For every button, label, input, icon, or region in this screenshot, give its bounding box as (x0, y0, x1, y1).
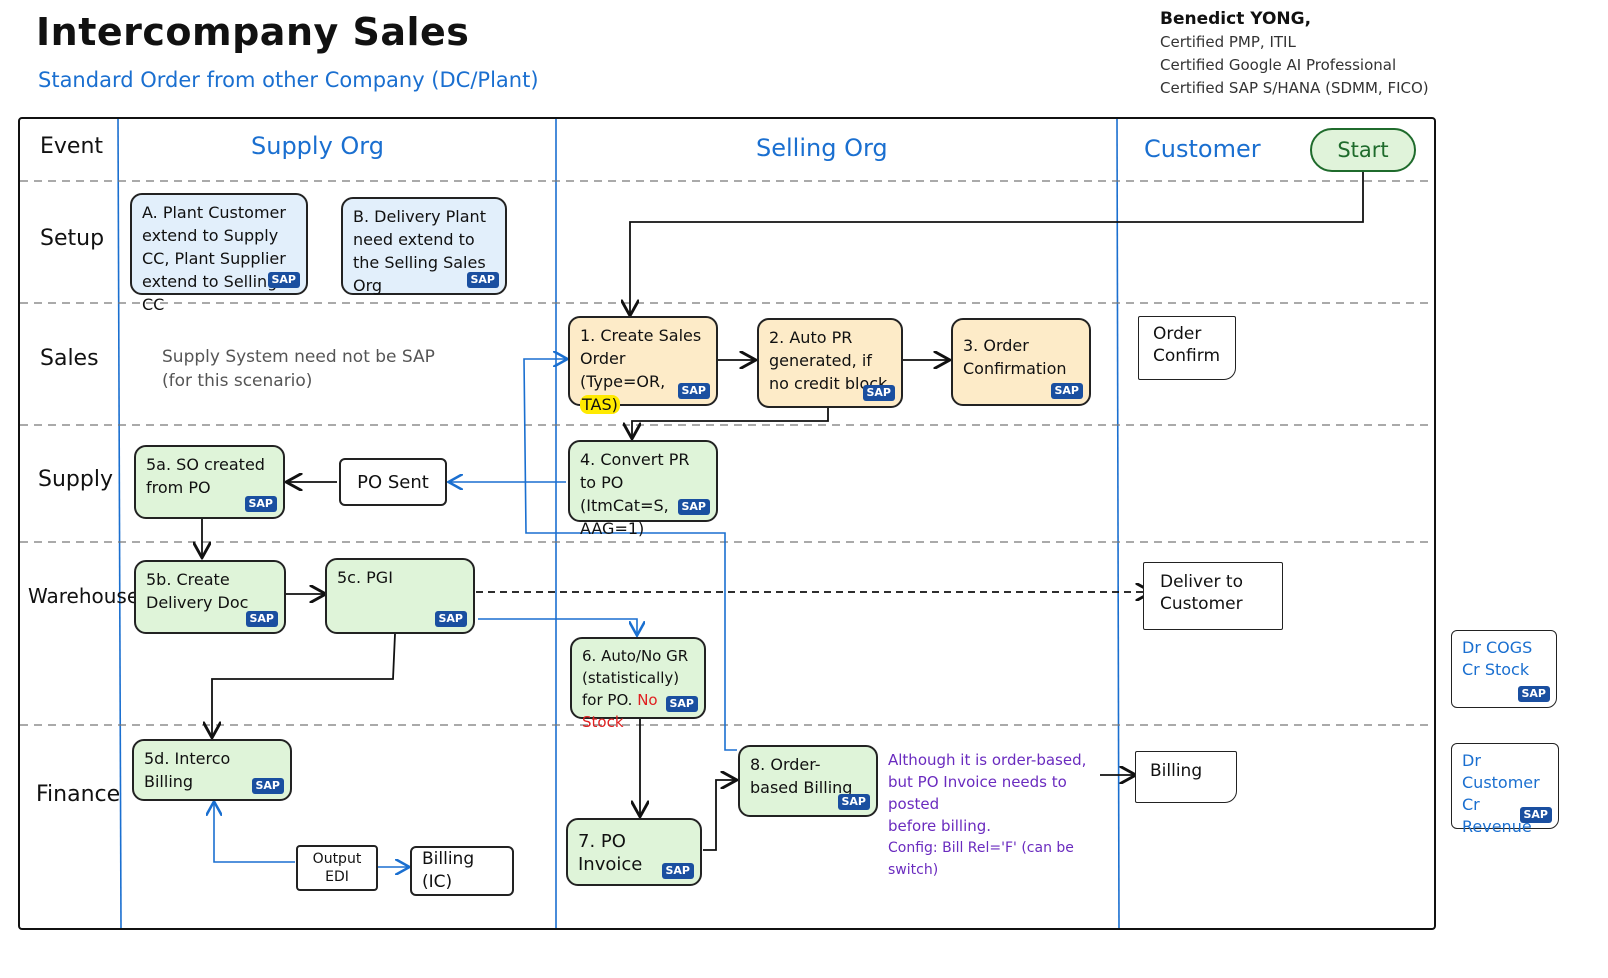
step-4-convert-pr-to-po: 4. Convert PR to PO (ItmCat=S, AAG=1) SA… (568, 440, 718, 538)
billing-config-note: Although it is order-based, but PO Invoi… (888, 749, 1118, 881)
step-8-text: 8. Order-based Billing (750, 755, 853, 797)
row-header-supply: Supply (38, 467, 113, 492)
sap-badge: SAP (466, 272, 499, 288)
posting-cogs-text: Dr COGS Cr Stock (1462, 638, 1533, 679)
lane-header-customer: Customer (1144, 135, 1261, 163)
step-1-text: 1. Create Sales Order (Type=OR, (580, 326, 702, 391)
billing-note-line-1: Although it is order-based, (888, 751, 1087, 769)
sap-badge: SAP (1519, 807, 1552, 823)
step-6-no-stock: No Stock (582, 691, 658, 731)
step-b-text: B. Delivery Plant need extend to the Sel… (353, 207, 486, 295)
lane-header-event: Event (40, 134, 104, 159)
lane-header-selling-org: Selling Org (756, 134, 888, 162)
author-name: Benedict YONG, (1160, 9, 1312, 29)
customer-billing: Billing (1135, 751, 1237, 803)
step-2-text: 2. Auto PR generated, if no credit block (769, 328, 888, 393)
billing-note-line-2: but PO Invoice needs to posted (888, 773, 1067, 813)
billing-ic-box: Billing (IC) (410, 846, 514, 896)
step-5a-text: 5a. SO created from PO (146, 455, 265, 497)
sap-badge: SAP (1050, 383, 1083, 399)
step-a-text: A. Plant Customer extend to Supply CC, P… (142, 203, 286, 314)
sap-badge: SAP (434, 611, 467, 627)
step-5b-create-delivery: 5b. Create Delivery Doc SAP (134, 560, 286, 634)
step-b-delivery-plant: B. Delivery Plant need extend to the Sel… (341, 197, 507, 295)
page-subtitle: Standard Order from other Company (DC/Pl… (38, 68, 539, 92)
author-block: Benedict YONG, Certified PMP, ITIL Certi… (1160, 8, 1429, 100)
sap-badge: SAP (677, 383, 710, 399)
customer-deliver: Deliver to Customer (1143, 562, 1283, 630)
step-2-auto-pr: 2. Auto PR generated, if no credit block… (757, 318, 903, 408)
billing-note-line-3: before billing. (888, 817, 992, 835)
row-header-setup: Setup (40, 226, 105, 251)
step-8-order-based-billing: 8. Order-based Billing SAP (738, 745, 878, 817)
sap-badge: SAP (244, 496, 277, 512)
sap-badge: SAP (661, 863, 694, 879)
row-header-sales: Sales (40, 346, 99, 371)
step-5c-text: 5c. PGI (337, 568, 393, 587)
customer-order-confirm: Order Confirm (1138, 316, 1236, 380)
posting-revenue: Dr Customer Cr Revenue SAP (1451, 743, 1559, 836)
swimlane-frame (18, 117, 1436, 930)
step-3-text: 3. Order Confirmation (963, 336, 1067, 378)
step-3-order-confirmation: 3. Order Confirmation SAP (951, 318, 1091, 406)
step-a-plant-customer: A. Plant Customer extend to Supply CC, P… (130, 193, 308, 314)
start-node: Start (1310, 128, 1416, 172)
sap-badge: SAP (665, 696, 698, 712)
row-header-warehouse: Warehouse (28, 584, 140, 608)
row-header-finance: Finance (36, 782, 121, 807)
lane-header-supply-org: Supply Org (251, 132, 384, 160)
posting-cogs: Dr COGS Cr Stock SAP (1451, 630, 1557, 708)
step-7-po-invoice: 7. PO Invoice SAP (566, 818, 702, 886)
sap-badge: SAP (837, 794, 870, 810)
posting-revenue-text: Dr Customer Cr Revenue (1462, 751, 1540, 836)
sap-badge: SAP (862, 385, 895, 401)
po-sent-box: PO Sent (339, 458, 447, 506)
output-edi-box: Output EDI (296, 845, 378, 891)
author-cert-3: Certified SAP S/HANA (SDMM, FICO) (1160, 79, 1429, 97)
step-1-highlight: TAS) (580, 395, 620, 414)
step-5c-pgi: 5c. PGI SAP (325, 558, 475, 634)
step-5d-text: 5d. Interco Billing (144, 749, 231, 791)
step-5a-so-created: 5a. SO created from PO SAP (134, 445, 285, 519)
step-7-text: 7. PO Invoice (578, 831, 643, 875)
step-1-create-sales-order: 1. Create Sales Order (Type=OR, TAS) SAP (568, 316, 718, 414)
author-cert-1: Certified PMP, ITIL (1160, 33, 1296, 51)
step-6-text: 6. Auto/No GR (statistically) for PO. (582, 647, 689, 709)
sap-badge: SAP (251, 778, 284, 794)
step-6-auto-gr: 6. Auto/No GR (statistically) for PO. No… (570, 637, 706, 731)
sap-badge: SAP (677, 499, 710, 515)
sap-badge: SAP (267, 272, 300, 288)
step-4-text: 4. Convert PR to PO (ItmCat=S, AAG=1) (580, 450, 690, 538)
step-5b-text: 5b. Create Delivery Doc (146, 570, 249, 612)
sap-badge: SAP (1517, 686, 1550, 702)
author-cert-2: Certified Google AI Professional (1160, 56, 1397, 74)
page-title: Intercompany Sales (36, 10, 470, 54)
billing-note-line-4: Config: Bill Rel='F' (can be switch) (888, 840, 1074, 878)
supply-system-note: Supply System need not be SAP (for this … (162, 347, 435, 391)
step-5d-interco-billing: 5d. Interco Billing SAP (132, 739, 292, 801)
sap-badge: SAP (245, 611, 278, 627)
